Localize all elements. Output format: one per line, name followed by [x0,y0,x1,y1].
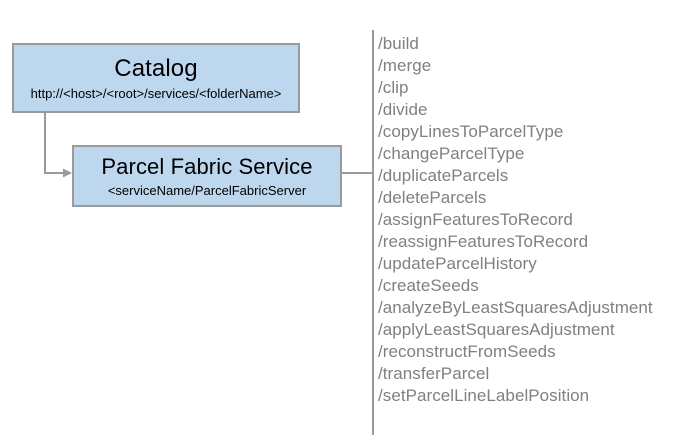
node-parcel-fabric-service[interactable]: Parcel Fabric Service <serviceName/Parce… [72,145,342,207]
list-item[interactable]: /setParcelLineLabelPosition [378,386,590,405]
list-item[interactable]: /clip [378,78,409,97]
operations-list: /build /merge /clip /divide /copyLinesTo… [378,33,683,407]
list-item[interactable]: /build [378,34,419,53]
list-item[interactable]: /changeParcelType [378,144,525,163]
list-item[interactable]: /assignFeaturesToRecord [378,210,573,229]
list-item[interactable]: /duplicateParcels [378,166,509,185]
node-catalog-url: http://<host>/<root>/services/<folderNam… [30,85,282,101]
node-parcel-fabric-service-url: <serviceName/ParcelFabricServer [107,182,307,198]
list-item[interactable]: /reassignFeaturesToRecord [378,232,589,251]
list-item[interactable]: /analyzeByLeastSquaresAdjustment [378,298,653,317]
list-item[interactable]: /reconstructFromSeeds [378,342,556,361]
node-parcel-fabric-service-title: Parcel Fabric Service [101,153,313,179]
arrowhead-icon [63,168,72,178]
list-item[interactable]: /applyLeastSquaresAdjustment [378,320,615,339]
node-catalog-title: Catalog [114,54,198,82]
list-item[interactable]: /divide [378,100,428,119]
list-item[interactable]: /createSeeds [378,276,479,295]
list-item[interactable]: /updateParcelHistory [378,254,537,273]
list-item[interactable]: /deleteParcels [378,188,487,207]
connector-catalog-to-parcel-fabric [44,113,64,174]
node-catalog[interactable]: Catalog http://<host>/<root>/services/<f… [12,43,300,113]
list-item[interactable]: /transferParcel [378,364,490,383]
list-item[interactable]: /copyLinesToParcelType [378,122,564,141]
list-item[interactable]: /merge [378,56,432,75]
